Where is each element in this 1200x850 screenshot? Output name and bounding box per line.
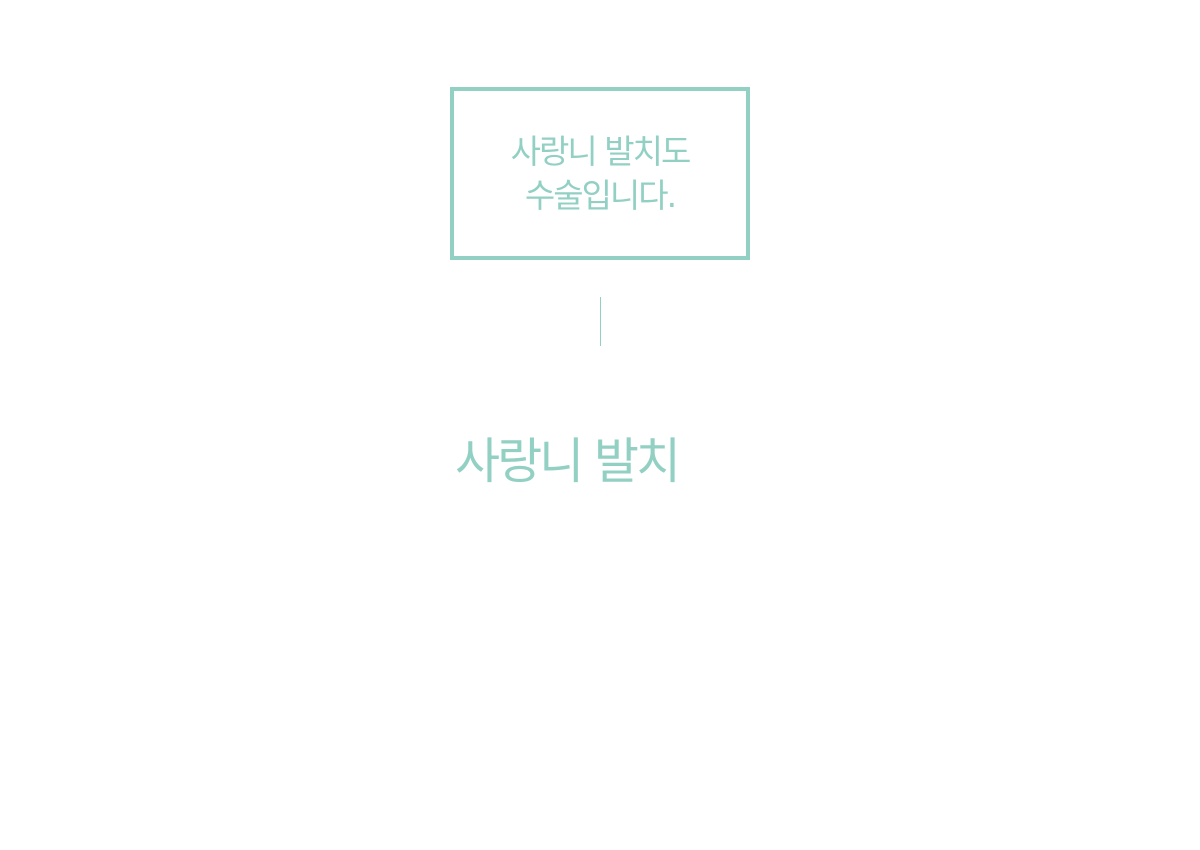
vertical-divider: [600, 297, 601, 346]
hero-message-line-2: 수술입니다.: [524, 175, 677, 215]
hero-message-line-1: 사랑니 발치도: [510, 131, 692, 171]
section-title: 사랑니 발치: [455, 433, 681, 490]
hero-message-box: 사랑니 발치도 수술입니다.: [450, 87, 750, 260]
